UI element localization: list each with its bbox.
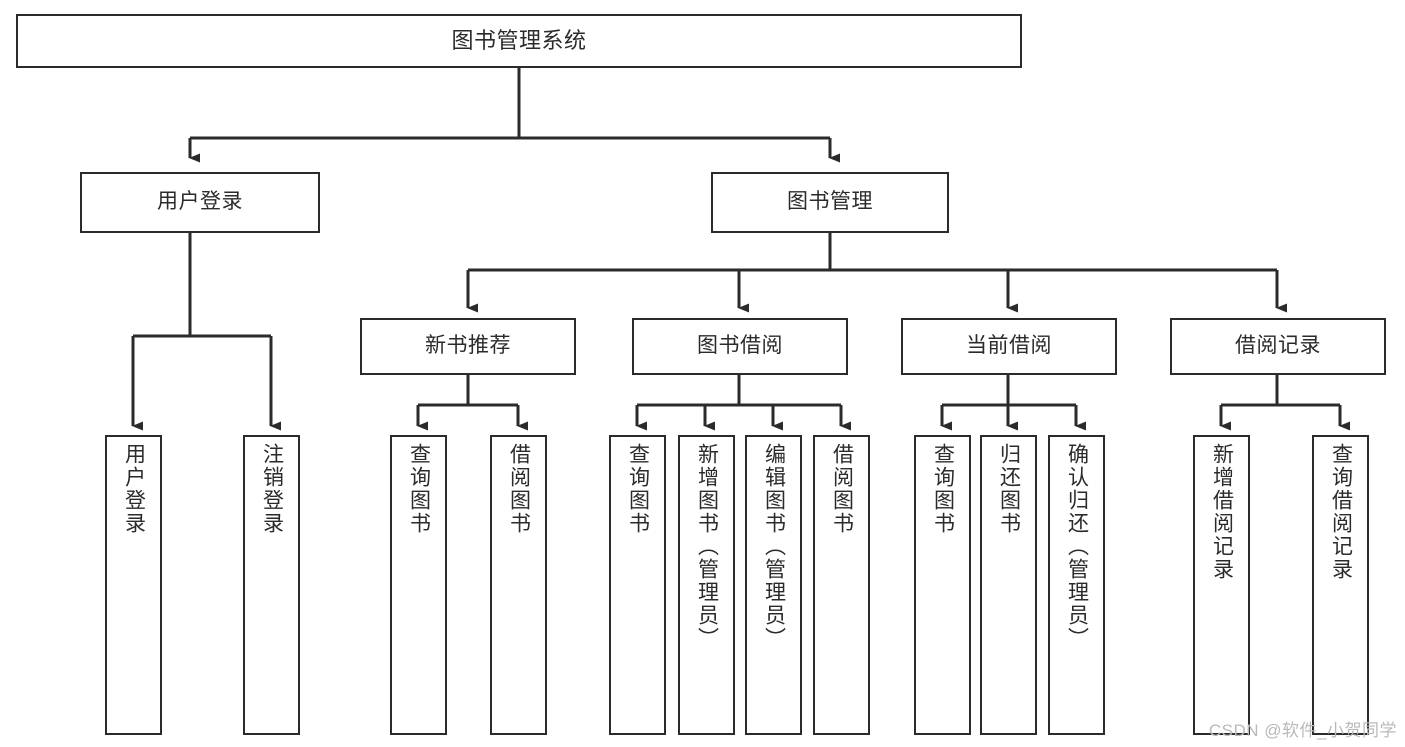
node-book-management[interactable]: 图书管理 <box>711 172 949 233</box>
node-label: 确认归还（管理员） <box>1065 443 1089 650</box>
node-label: 用户登录 <box>157 190 243 214</box>
node-label: 新增借阅记录 <box>1210 443 1234 581</box>
node-label: 查询图书 <box>626 443 650 535</box>
node-label: 借阅图书 <box>507 443 531 535</box>
node-label: 新书推荐 <box>425 334 511 358</box>
node-label: 编辑图书（管理员） <box>762 443 786 650</box>
leaf-current-return-books[interactable]: 归还图书 <box>980 435 1037 735</box>
leaf-current-query-books[interactable]: 查询图书 <box>914 435 971 735</box>
edge-book-mgmt-to-level3 <box>466 233 1287 313</box>
leaf-borrow-add-book-admin[interactable]: 新增图书（管理员） <box>678 435 735 735</box>
edge-book-borrow-to-leaves <box>635 375 851 431</box>
leaf-borrow-query-books[interactable]: 查询图书 <box>609 435 666 735</box>
node-label: 查询图书 <box>931 443 955 535</box>
node-label: 图书管理 <box>787 190 873 214</box>
node-label: 当前借阅 <box>966 334 1052 358</box>
node-label: 查询借阅记录 <box>1329 443 1353 581</box>
node-label: 图书管理系统 <box>451 28 587 54</box>
leaf-user-login[interactable]: 用户登录 <box>105 435 162 735</box>
edge-new-book-to-leaves <box>416 375 528 431</box>
edge-user-login-to-leaves <box>131 233 281 431</box>
leaf-new-book-borrow-books[interactable]: 借阅图书 <box>490 435 547 735</box>
leaf-current-confirm-return-admin[interactable]: 确认归还（管理员） <box>1048 435 1105 735</box>
edge-borrow-record-to-leaves <box>1219 375 1350 431</box>
leaf-borrow-edit-book-admin[interactable]: 编辑图书（管理员） <box>745 435 802 735</box>
node-label: 归还图书 <box>997 443 1021 535</box>
leaf-logout[interactable]: 注销登录 <box>243 435 300 735</box>
node-label: 借阅图书 <box>830 443 854 535</box>
node-root-library-management-system[interactable]: 图书管理系统 <box>16 14 1022 68</box>
leaf-new-book-query-books[interactable]: 查询图书 <box>390 435 447 735</box>
leaf-record-query-borrow-record[interactable]: 查询借阅记录 <box>1312 435 1369 735</box>
node-new-book-recommend[interactable]: 新书推荐 <box>360 318 576 375</box>
node-label: 用户登录 <box>122 443 146 535</box>
node-book-borrow[interactable]: 图书借阅 <box>632 318 848 375</box>
node-label: 借阅记录 <box>1235 334 1321 358</box>
node-borrow-record[interactable]: 借阅记录 <box>1170 318 1386 375</box>
node-user-login[interactable]: 用户登录 <box>80 172 320 233</box>
edge-root-to-level2 <box>188 68 840 163</box>
node-label: 新增图书（管理员） <box>695 443 719 650</box>
node-label: 图书借阅 <box>697 334 783 358</box>
node-label: 注销登录 <box>260 443 284 535</box>
leaf-record-add-borrow-record[interactable]: 新增借阅记录 <box>1193 435 1250 735</box>
edge-current-borrow-to-leaves <box>940 375 1086 431</box>
leaf-borrow-borrow-books[interactable]: 借阅图书 <box>813 435 870 735</box>
node-current-borrow[interactable]: 当前借阅 <box>901 318 1117 375</box>
node-label: 查询图书 <box>407 443 431 535</box>
